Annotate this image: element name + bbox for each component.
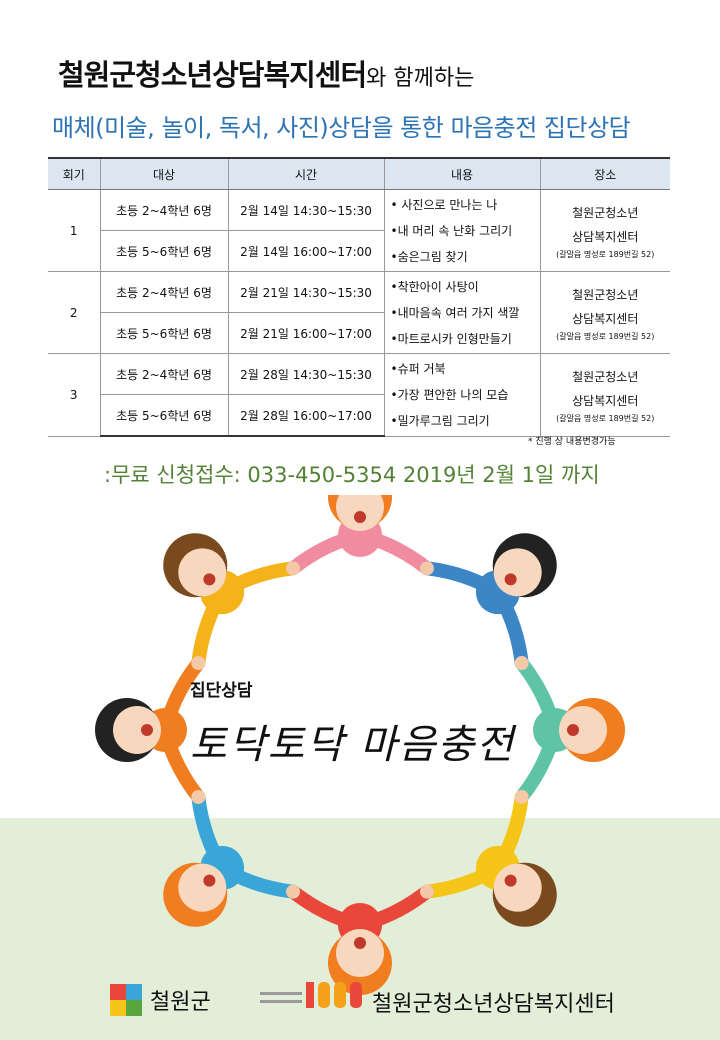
place-address: (갈말읍 명성로 189번길 52) <box>556 249 655 259</box>
header-place: 장소 <box>539 157 670 190</box>
content-cell: •착한아이 사탕이 •내마음속 여러 가지 색깔 •마트로시카 인형만들기 <box>383 271 541 354</box>
header-round: 회기 <box>48 157 101 190</box>
content-item: •슈퍼 거북 <box>390 361 446 376</box>
kid-figure <box>475 845 557 927</box>
hands <box>191 656 206 671</box>
target-cell: 초등 2~4학년 6명 <box>99 189 229 231</box>
time-cell: 2월 28일 16:00~17:00 <box>227 394 385 437</box>
kid-figure <box>163 533 245 615</box>
content-item: •내 머리 속 난화 그리기 <box>390 223 513 238</box>
kid-figure <box>533 698 625 762</box>
kid-figure <box>328 903 392 995</box>
target-cell: 초등 5~6학년 6명 <box>99 312 229 354</box>
kid-mouth <box>567 724 579 736</box>
content-cell: •슈퍼 거북 •가장 편안한 나의 모습 •밀가루그림 그리기 <box>383 353 541 437</box>
round-cell: 1 <box>48 189 101 272</box>
content-item: •가장 편안한 나의 모습 <box>390 387 509 402</box>
hands <box>419 561 434 576</box>
kid-face <box>559 706 607 754</box>
apply-info: :무료 신청접수: 033-450-5354 2019년 2월 1일 까지 <box>104 463 600 487</box>
hands <box>514 789 529 804</box>
youth-1388-logo-icon <box>260 982 362 1008</box>
place-line: 철원군청소년 <box>572 287 639 302</box>
title-suffix: 와 함께하는 <box>366 66 475 91</box>
table-header-row: 회기 대상 시간 내용 장소 <box>48 157 670 190</box>
hands <box>286 561 301 576</box>
content-item: •내마음속 여러 가지 색깔 <box>390 305 520 320</box>
target-cell: 초등 5~6학년 6명 <box>99 230 229 272</box>
kid-face <box>178 548 227 597</box>
kid-face <box>113 706 161 754</box>
place-line: 철원군청소년 <box>572 369 639 384</box>
time-cell: 2월 28일 14:30~15:30 <box>227 353 385 395</box>
place-line: 철원군청소년 <box>572 205 639 220</box>
kid-mouth <box>203 874 216 887</box>
cheorwon-county-logo-icon <box>110 984 142 1016</box>
content-item: •밀가루그림 그리기 <box>390 413 490 428</box>
content-item: •마트로시카 인형만들기 <box>390 331 512 346</box>
kid-face <box>336 929 384 977</box>
hands <box>419 884 434 899</box>
hands <box>191 789 206 804</box>
kid-mouth <box>141 724 153 736</box>
round-cell: 3 <box>48 353 101 437</box>
header-time: 시간 <box>227 157 385 190</box>
kid-figure <box>328 495 392 557</box>
time-cell: 2월 21일 16:00~17:00 <box>227 312 385 354</box>
round-cell: 2 <box>48 271 101 354</box>
target-cell: 초등 2~4학년 6명 <box>99 271 229 313</box>
kid-mouth <box>504 874 517 887</box>
title-main: 철원군청소년상담복지센터 <box>58 58 367 92</box>
kid-figure <box>163 845 245 927</box>
illustration-title: 토닥토닥 마음충전 <box>190 722 516 768</box>
header-target: 대상 <box>99 157 229 190</box>
hands <box>514 656 529 671</box>
time-cell: 2월 14일 14:30~15:30 <box>227 189 385 231</box>
place-line: 상담복지센터 <box>572 229 639 244</box>
target-cell: 초등 2~4학년 6명 <box>99 353 229 395</box>
page-title: 철원군청소년상담복지센터와 함께하는 <box>58 52 474 94</box>
header-content: 내용 <box>383 157 541 190</box>
place-line: 상담복지센터 <box>572 311 639 326</box>
place-line: 상담복지센터 <box>572 393 639 408</box>
kid-face <box>178 863 227 912</box>
content-item: •착한아이 사탕이 <box>390 279 479 294</box>
kid-face <box>493 863 542 912</box>
target-cell: 초등 5~6학년 6명 <box>99 394 229 437</box>
kid-mouth <box>354 511 366 523</box>
cheorwon-logo: 철원군 <box>110 984 211 1016</box>
footer-org1: 철원군 <box>150 990 211 1015</box>
footer-org2: 철원군청소년상담복지센터 <box>372 992 615 1017</box>
time-cell: 2월 14일 16:00~17:00 <box>227 230 385 272</box>
change-note: * 진행 상 내용변경가능 <box>528 437 616 447</box>
place-address: (갈말읍 명성로 189번길 52) <box>556 413 655 423</box>
kid-figure <box>475 533 557 615</box>
circle-illustration <box>95 495 625 995</box>
page-subtitle: 매체(미술, 놀이, 독서, 사진)상담을 통한 마음충전 집단상담 <box>52 114 631 142</box>
content-item: •숨은그림 찾기 <box>390 249 468 264</box>
hands <box>286 884 301 899</box>
kid-mouth <box>354 937 366 949</box>
content-cell: • 사진으로 만나는 나 •내 머리 속 난화 그리기 •숨은그림 찾기 <box>383 189 541 272</box>
illustration-subtitle: 집단상담 <box>190 681 253 701</box>
kid-face <box>493 548 542 597</box>
kid-mouth <box>504 573 517 586</box>
kid-figure <box>95 698 187 762</box>
place-address: (갈말읍 명성로 189번길 52) <box>556 331 655 341</box>
time-cell: 2월 21일 14:30~15:30 <box>227 271 385 313</box>
content-item: • 사진으로 만나는 나 <box>390 197 498 212</box>
kid-mouth <box>203 573 216 586</box>
